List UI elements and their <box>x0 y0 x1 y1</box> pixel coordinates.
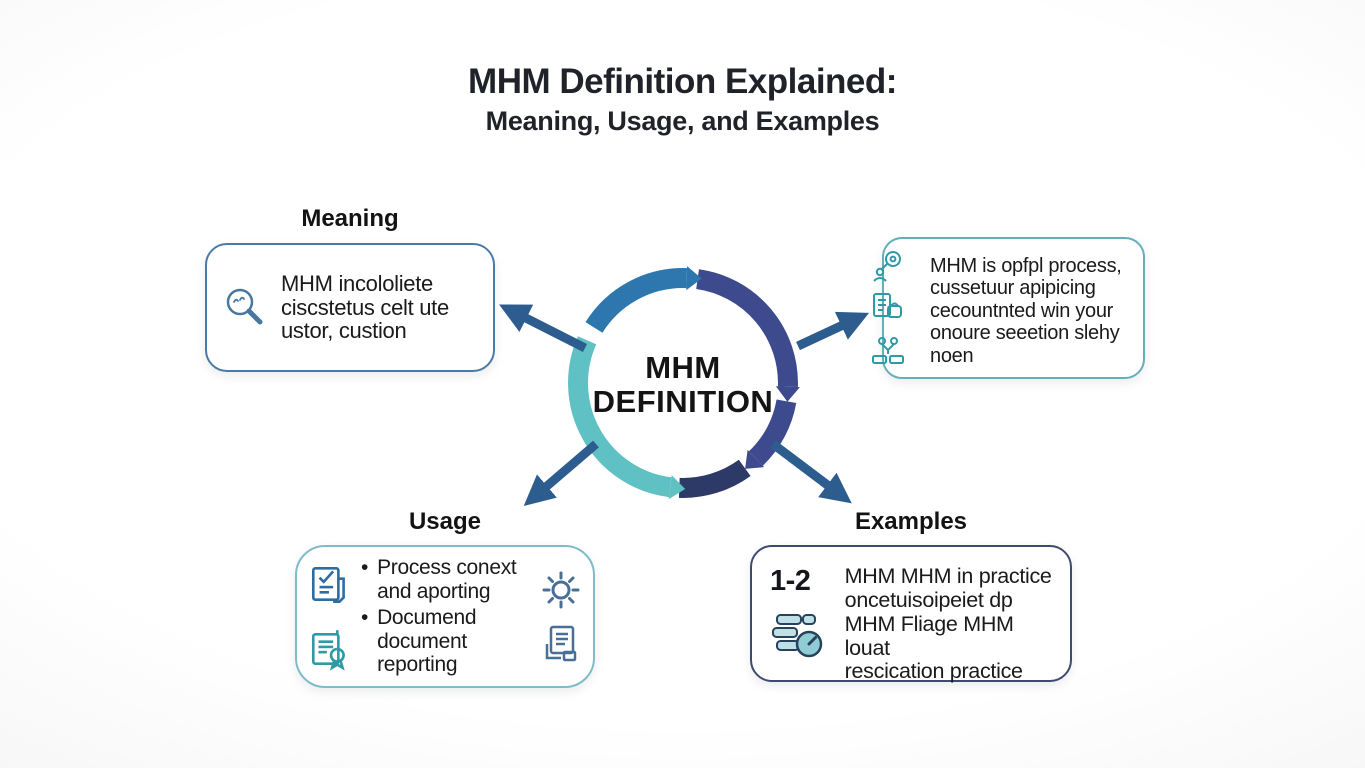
arrow-to-usage <box>523 440 599 506</box>
cycle-arcs <box>568 268 798 498</box>
page-title: MHM Definition Explained: <box>468 62 897 101</box>
document-printer-icon <box>545 625 577 661</box>
text-line: oncetuisoipeiet dp <box>844 587 1013 612</box>
title-block: MHM Definition Explained: Meaning, Usage… <box>0 62 1365 137</box>
definition-detail-box: MHM is opfpl process, cussetuur apipicin… <box>872 237 1145 379</box>
teal-arc-arrowhead <box>668 475 686 500</box>
text-line: onoure seeetion slehy <box>930 322 1120 345</box>
person-search-icon <box>873 251 901 282</box>
gear-icon <box>542 571 580 608</box>
arrow-to-detail <box>796 311 870 351</box>
usage-box: • Process conext and aporting • Documend… <box>295 545 595 688</box>
usage-item-text: Documend document reporting <box>377 606 477 677</box>
arrow-to-examples <box>770 440 852 504</box>
examples-text: MHM MHM in practice oncetuisoipeiet dp M… <box>844 564 1060 683</box>
teal-arc-segment <box>568 336 672 498</box>
text-line: ustor, custion <box>281 318 407 344</box>
examples-box: 1-2 MHM MHM in practice oncetuisoipeiet … <box>750 545 1072 683</box>
range-badge: 1-2 <box>770 565 811 597</box>
usage-bullet-list: • Process conext and aporting • Documend… <box>361 553 539 680</box>
center-title-line1: MHM <box>645 350 721 385</box>
detail-icon-column <box>870 249 906 367</box>
bullet-marker: • <box>361 556 369 580</box>
document-coins-icon <box>873 293 902 318</box>
list-item: • Process conext and aporting <box>361 556 539 603</box>
magnifier-icon <box>226 288 263 324</box>
definition-detail-text: MHM is opfpl process, cussetuur apipicin… <box>930 255 1122 367</box>
machine-icon <box>872 337 904 364</box>
examples-left-column: 1-2 <box>770 565 835 680</box>
text-line: MHM incololiete <box>281 270 433 296</box>
indigo-arc-segment-bottom <box>748 399 797 466</box>
text-line: ciscstetus celt ute <box>281 294 449 320</box>
page-subtitle: Meaning, Usage, and Examples <box>485 106 880 136</box>
certificate-icon <box>311 629 345 671</box>
indigo-arc-arrowhead-bottom <box>745 449 765 469</box>
mhm-cycle-graphic: MHM DEFINITION <box>499 266 870 506</box>
examples-label: Examples <box>854 508 968 535</box>
meaning-text: MHM incololiete ciscstetus celt ute usto… <box>281 270 449 344</box>
arrow-to-meaning <box>499 304 588 353</box>
center-title-line2: DEFINITION <box>593 384 774 419</box>
usage-left-icon-column <box>307 562 353 672</box>
text-line: rescication practice <box>844 659 1023 684</box>
text-line: MHM is opfpl process, <box>930 255 1122 277</box>
usage-right-icon-column <box>539 568 583 666</box>
usage-item-text: Process conext and aporting <box>377 556 517 603</box>
indigo-arc-segment-top <box>695 269 798 388</box>
indigo-arc-arrowhead-right <box>775 386 800 402</box>
text-line: noen <box>930 344 974 367</box>
meaning-label: Meaning <box>301 205 399 232</box>
connector-arrows <box>499 304 870 506</box>
text-line: cecountnted win your <box>930 299 1114 322</box>
bullet-marker: • <box>361 606 369 630</box>
list-clock-icon <box>772 614 823 658</box>
usage-label: Usage <box>408 508 482 535</box>
text-line: MHM MHM in practice <box>844 564 1052 588</box>
meaning-box: MHM incololiete ciscstetus celt ute usto… <box>205 243 495 372</box>
text-line: MHM Fliage MHM louat <box>844 611 1014 660</box>
blue-arc-segment <box>585 268 688 333</box>
text-line: cussetuur apipicing <box>930 277 1096 300</box>
blue-arc-arrowhead <box>686 266 702 291</box>
list-item: • Documend document reporting <box>361 606 539 677</box>
document-check-icon <box>311 566 345 603</box>
navy-arc-segment <box>678 459 751 498</box>
